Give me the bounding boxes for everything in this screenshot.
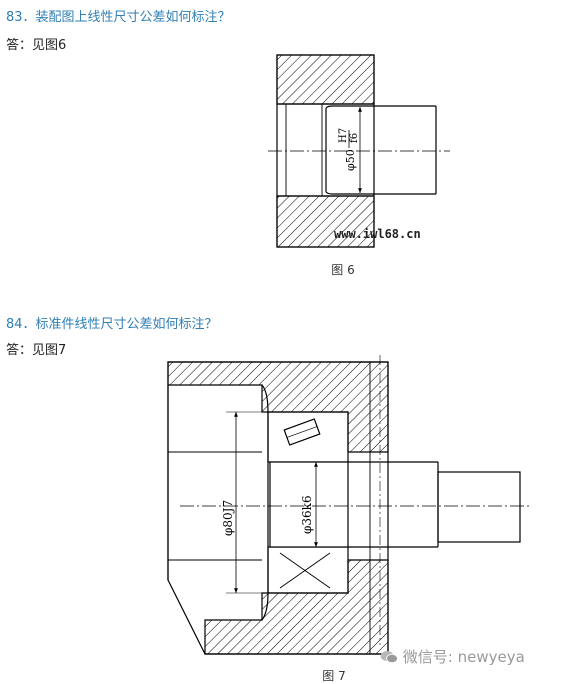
shaft-end xyxy=(437,471,521,543)
figure-6-caption: 图 6 xyxy=(331,263,355,277)
figure-7-drawing xyxy=(167,355,530,655)
dim-fit-lower: f6 xyxy=(349,133,360,143)
housing-top-section xyxy=(276,54,375,105)
shaft-body xyxy=(269,461,349,548)
shaft-bottom-edge xyxy=(325,191,436,195)
dim-phi80-label: φ80J7 xyxy=(221,500,235,536)
answer-84: 答：见图7 xyxy=(6,343,67,358)
bearing-bottom-block xyxy=(267,546,349,594)
wechat-logo-icon xyxy=(380,650,398,664)
shaft-top-edge xyxy=(325,105,436,109)
housing-top-section xyxy=(167,361,389,453)
dim-fit-upper: H7 xyxy=(338,128,349,143)
wechat-watermark: 微信号: newyeya xyxy=(380,646,525,667)
wechat-id-text: 微信号: newyeya xyxy=(402,648,525,666)
housing-bottom-section xyxy=(204,559,389,655)
dim-phi50-label: φ50 xyxy=(344,149,357,171)
figure-6-drawing xyxy=(268,54,450,248)
dim-phi36-label: φ36k6 xyxy=(300,495,314,534)
answer-83: 答：见图6 xyxy=(6,38,67,53)
question-83-title: 83．装配图上线性尺寸公差如何标注？ xyxy=(6,10,231,25)
roller-top xyxy=(283,418,321,446)
figure-7-caption: 图 7 xyxy=(322,669,346,683)
watermark-text: www.iwl68.cn xyxy=(334,227,421,241)
question-84-title: 84．标准件线性尺寸公差如何标注？ xyxy=(6,317,218,332)
